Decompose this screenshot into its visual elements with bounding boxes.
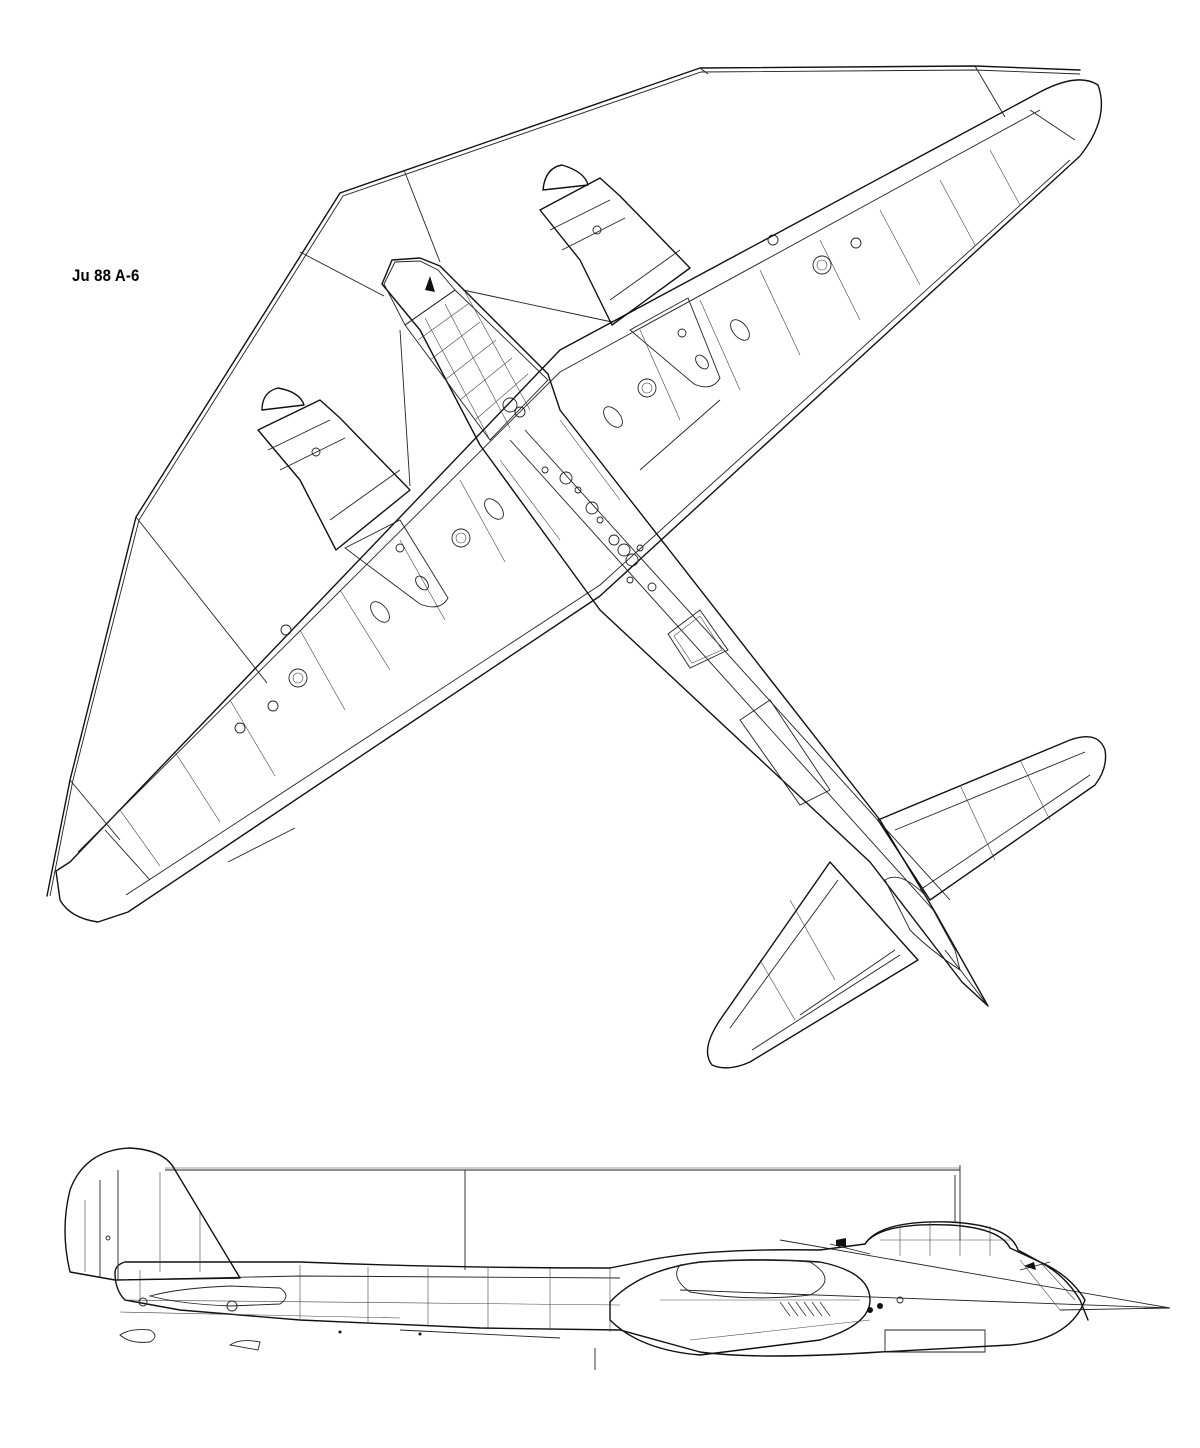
engine-nacelle-side <box>609 1259 986 1356</box>
right-engine-nacelle <box>539 164 721 388</box>
side-view <box>64 1147 1171 1370</box>
aircraft-designation-label: Ju 88 A-6 <box>72 266 140 285</box>
left-engine-nacelle <box>257 387 449 608</box>
main-wing <box>55 79 1103 923</box>
cable-cutter-side <box>165 1165 1171 1309</box>
fuselage-side <box>114 1223 1086 1370</box>
vertical-tail <box>64 1147 241 1281</box>
plan-view <box>46 65 1107 1069</box>
cockpit-side <box>829 1175 1171 1321</box>
cable-cutter-frame <box>46 65 1081 897</box>
horizontal-stabiliser <box>706 736 1107 1069</box>
fuselage-plan <box>381 257 989 1007</box>
